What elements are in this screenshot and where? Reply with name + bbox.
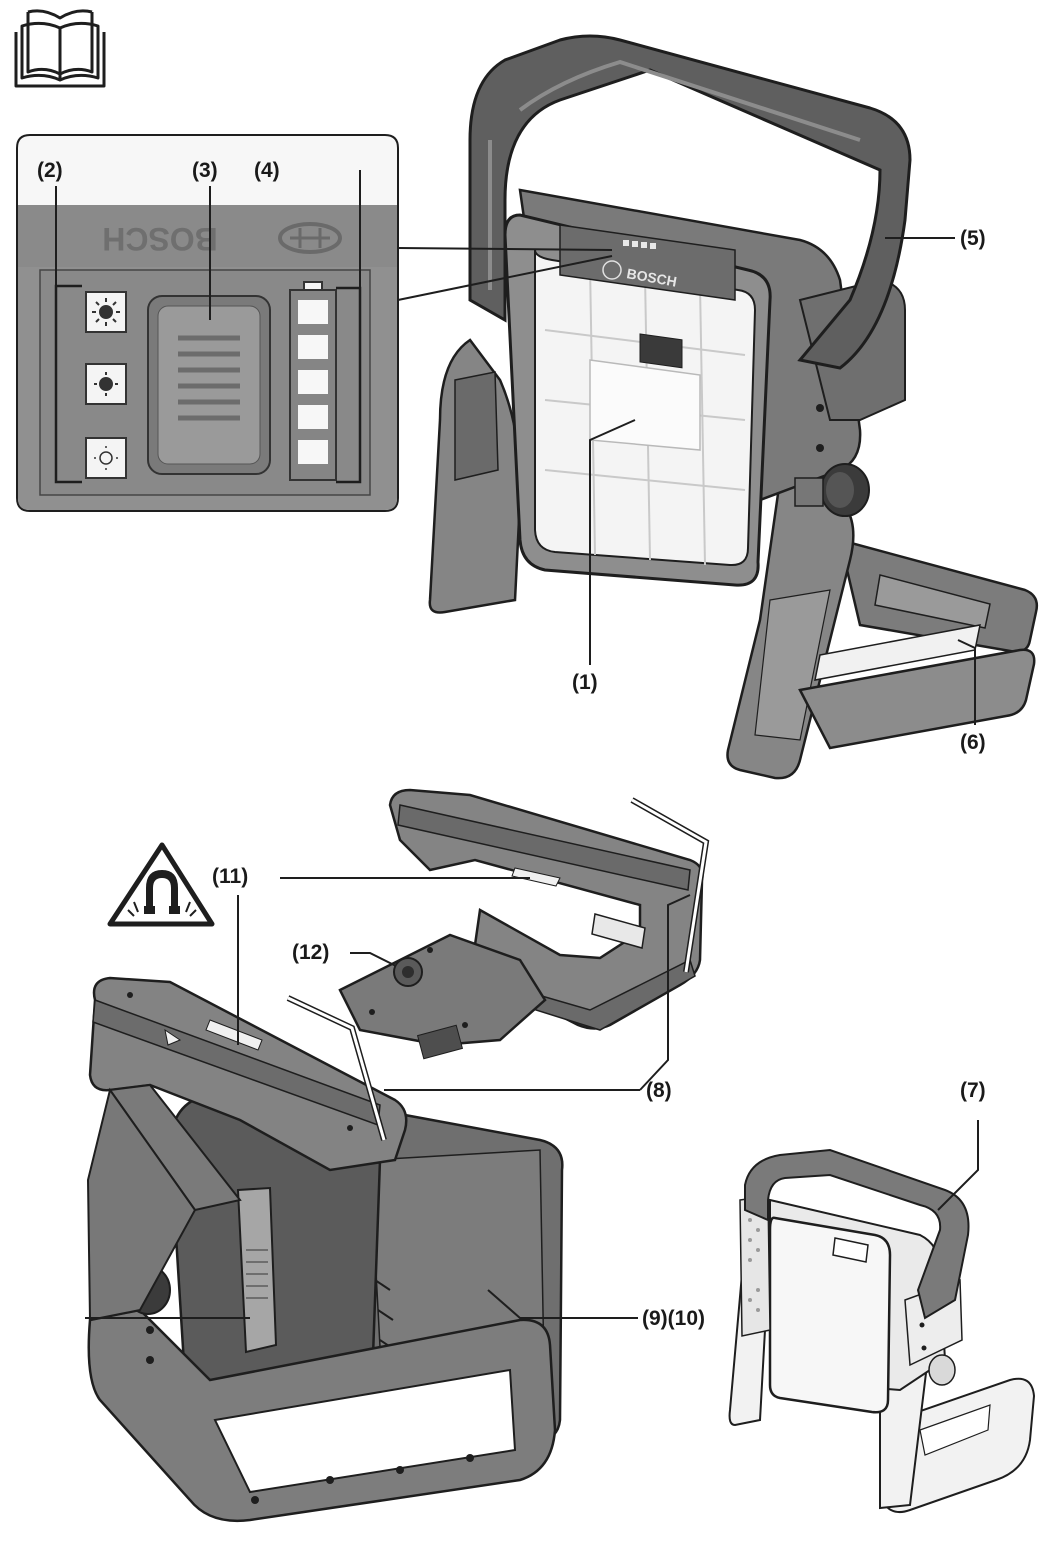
callout-1: (1) xyxy=(572,671,598,694)
main-switch-button xyxy=(147,295,271,475)
brightness-buttons xyxy=(85,291,127,479)
lamp-front-view: BOSCH xyxy=(428,34,1039,780)
open-book-icon xyxy=(14,9,106,88)
lamp-small-view xyxy=(728,1148,1036,1514)
battery-gauge-icon xyxy=(289,281,337,481)
callout-8: (8) xyxy=(646,1079,672,1102)
callout-12: (12) xyxy=(292,941,330,964)
callout-11: (11) xyxy=(212,865,249,888)
callout-4: (4) xyxy=(254,159,280,182)
callout-5: (5) xyxy=(960,227,986,250)
magnet-warning-icon xyxy=(107,842,215,927)
callout-2: (2) xyxy=(37,159,63,182)
callout-3: (3) xyxy=(192,159,218,182)
sun-high-icon xyxy=(92,298,120,326)
carry-handle xyxy=(468,34,912,370)
sun-low-icon xyxy=(94,446,118,470)
panel-brand-mark: BOSCH xyxy=(102,221,218,257)
callout-9-10: (9)(10) xyxy=(642,1307,706,1330)
lamp-rear-view xyxy=(86,788,710,1522)
sun-mid-icon xyxy=(94,372,118,396)
control-panel-zoom: BOSCH xyxy=(16,134,399,512)
callout-6: (6) xyxy=(960,731,986,754)
bosch-logo-icon xyxy=(278,222,342,254)
callout-7: (7) xyxy=(960,1079,986,1102)
